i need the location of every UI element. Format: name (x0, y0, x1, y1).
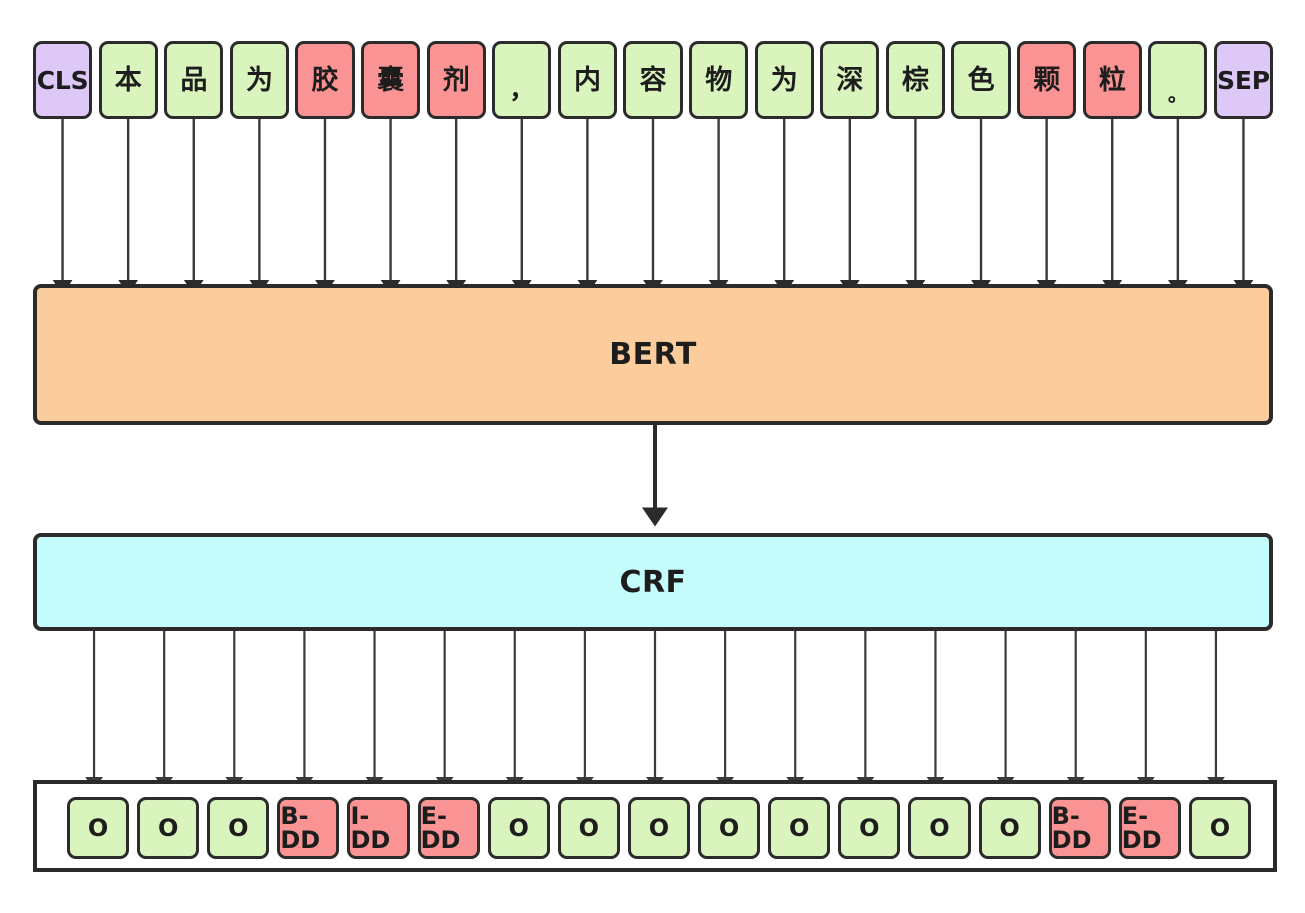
input-token-label: 。 (1167, 82, 1188, 106)
output-tag-0[interactable]: O (67, 797, 130, 859)
input-token-4[interactable]: 胶 (295, 41, 355, 119)
output-tag-14[interactable]: B-DD (1048, 797, 1111, 859)
output-tag-6[interactable]: O (487, 797, 550, 859)
input-token-15[interactable]: 颗 (1017, 41, 1077, 119)
output-tag-15[interactable]: E-DD (1118, 797, 1181, 859)
output-tag-container: O O O B-DD I-DD E-DD O O O O O O O O B-DD E-DD O (33, 780, 1277, 872)
input-token-label: 剂 (442, 64, 470, 96)
output-tag-5[interactable]: E-DD (417, 797, 480, 859)
input-token-17[interactable]: 。 (1148, 41, 1208, 119)
output-tag-label: O (929, 814, 950, 842)
output-tag-label: O (999, 814, 1020, 842)
input-token-label: 为 (770, 64, 798, 96)
input-token-label: 深 (836, 64, 864, 96)
output-tag-16[interactable]: O (1188, 797, 1251, 859)
input-token-label: 为 (245, 64, 273, 96)
output-tag-12[interactable]: O (908, 797, 971, 859)
output-tag-11[interactable]: O (838, 797, 901, 859)
output-tag-label: O (1209, 814, 1231, 842)
input-token-11[interactable]: 为 (754, 41, 814, 119)
output-tag-label: I-DD (350, 802, 391, 854)
input-token-label: 物 (705, 64, 732, 96)
input-token-5[interactable]: 囊 (361, 41, 421, 119)
output-tag-7[interactable]: O (557, 797, 620, 859)
input-token-0[interactable]: CLS (33, 41, 93, 119)
output-tag-label: O (578, 814, 600, 842)
input-token-16[interactable]: 粒 (1082, 41, 1142, 119)
input-token-1[interactable]: 本 (98, 41, 158, 119)
output-tag-label: E-DD (1121, 802, 1162, 854)
input-token-6[interactable]: 剂 (426, 41, 486, 119)
input-token-row: CLS 本 品 为 胶 囊 剂 ， 内 容 物 为 深 棕 色 颗 粒。 SEP (33, 41, 1273, 119)
output-tag-label: O (87, 814, 109, 842)
output-tag-9[interactable]: O (698, 797, 761, 859)
input-token-8[interactable]: 内 (557, 41, 617, 119)
arrows-crf-to-output (85, 631, 1225, 790)
input-token-10[interactable]: 物 (689, 41, 749, 119)
output-tag-label: B-DD (1051, 802, 1092, 854)
input-token-label: 颗 (1033, 64, 1061, 96)
input-token-label: 内 (573, 64, 601, 96)
input-token-label: ， (509, 75, 535, 104)
arrows-tokens-to-bert (52, 119, 1254, 295)
output-tag-label: O (648, 814, 670, 842)
bert-layer-label: BERT (609, 337, 697, 372)
input-token-7[interactable]: ， (492, 41, 552, 119)
input-token-label: CLS (36, 65, 89, 95)
input-token-label: 囊 (377, 64, 404, 96)
output-tag-1[interactable]: O (137, 797, 200, 859)
output-tag-13[interactable]: O (978, 797, 1041, 859)
output-tag-8[interactable]: O (627, 797, 691, 859)
bert-layer-box[interactable]: BERT (33, 284, 1273, 425)
output-tag-2[interactable]: O (207, 797, 270, 859)
input-token-13[interactable]: 棕 (885, 41, 945, 119)
output-tag-4[interactable]: I-DD (347, 797, 410, 859)
output-tag-label: O (157, 814, 179, 842)
output-tag-10[interactable]: O (768, 797, 831, 859)
input-token-label: 棕 (902, 64, 929, 96)
input-token-2[interactable]: 品 (164, 41, 224, 119)
output-tag-label: B-DD (280, 802, 321, 854)
crf-layer-label: CRF (619, 564, 687, 600)
input-token-label: 品 (180, 64, 208, 96)
input-token-14[interactable]: 色 (951, 41, 1011, 119)
output-tag-label: O (789, 814, 810, 842)
crf-layer-box[interactable]: CRF (33, 533, 1273, 631)
output-tag-label: O (718, 814, 740, 842)
output-tag-label: O (859, 814, 880, 842)
output-tag-label: E-DD (420, 802, 461, 854)
output-tag-3[interactable]: B-DD (277, 797, 340, 859)
input-token-label: 胶 (311, 64, 339, 96)
input-token-label: 粒 (1098, 64, 1126, 96)
output-tag-row: O O O B-DD I-DD E-DD O O O O O O O O B-DD E-DD O (37, 784, 1281, 876)
input-token-18[interactable]: SEP (1213, 41, 1273, 119)
input-token-label: 色 (967, 64, 995, 96)
output-tag-label: O (228, 814, 249, 842)
input-token-label: SEP (1217, 65, 1270, 95)
input-token-9[interactable]: 容 (623, 41, 683, 119)
output-tag-label: O (508, 814, 529, 842)
input-token-label: 容 (639, 64, 667, 96)
input-token-12[interactable]: 深 (820, 41, 880, 119)
input-token-3[interactable]: 为 (229, 41, 289, 119)
input-token-label: 本 (114, 64, 142, 96)
